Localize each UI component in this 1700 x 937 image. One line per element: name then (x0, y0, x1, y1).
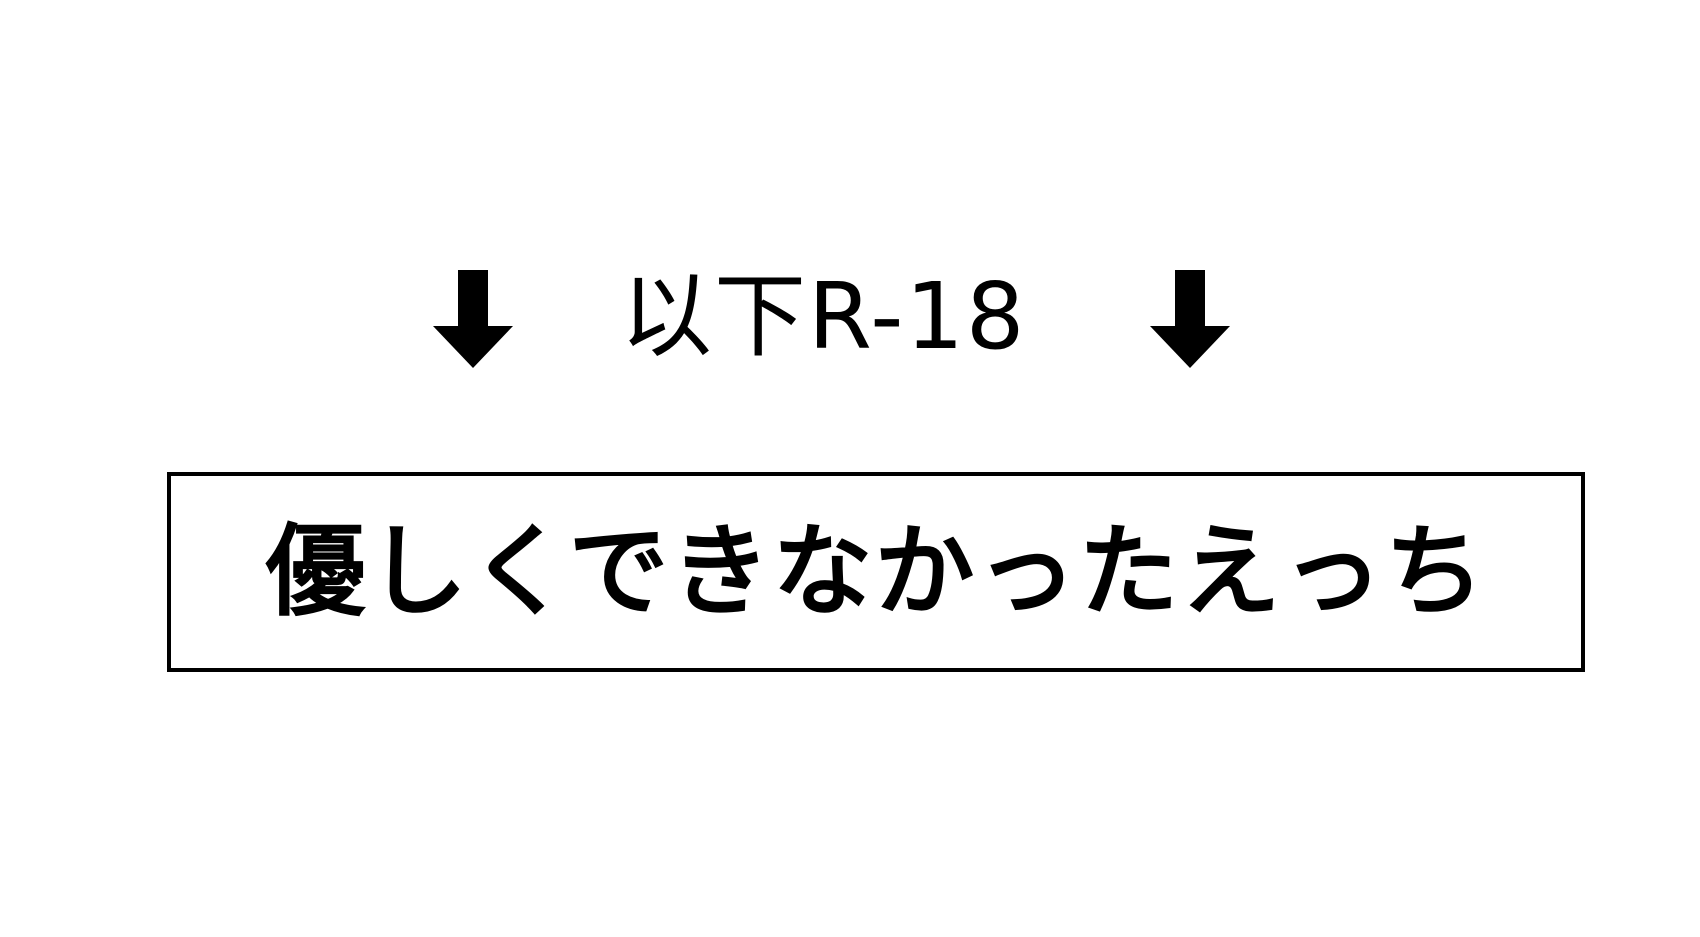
title-text: 優しくできなかったえっち (265, 513, 1487, 630)
down-arrow-icon (433, 270, 513, 370)
notice-row: 以下R-18 (0, 262, 1700, 372)
notice-label: 以下R-18 (620, 263, 1027, 370)
down-arrow-icon (1150, 270, 1230, 370)
title-box: 優しくできなかったえっち (167, 472, 1585, 672)
